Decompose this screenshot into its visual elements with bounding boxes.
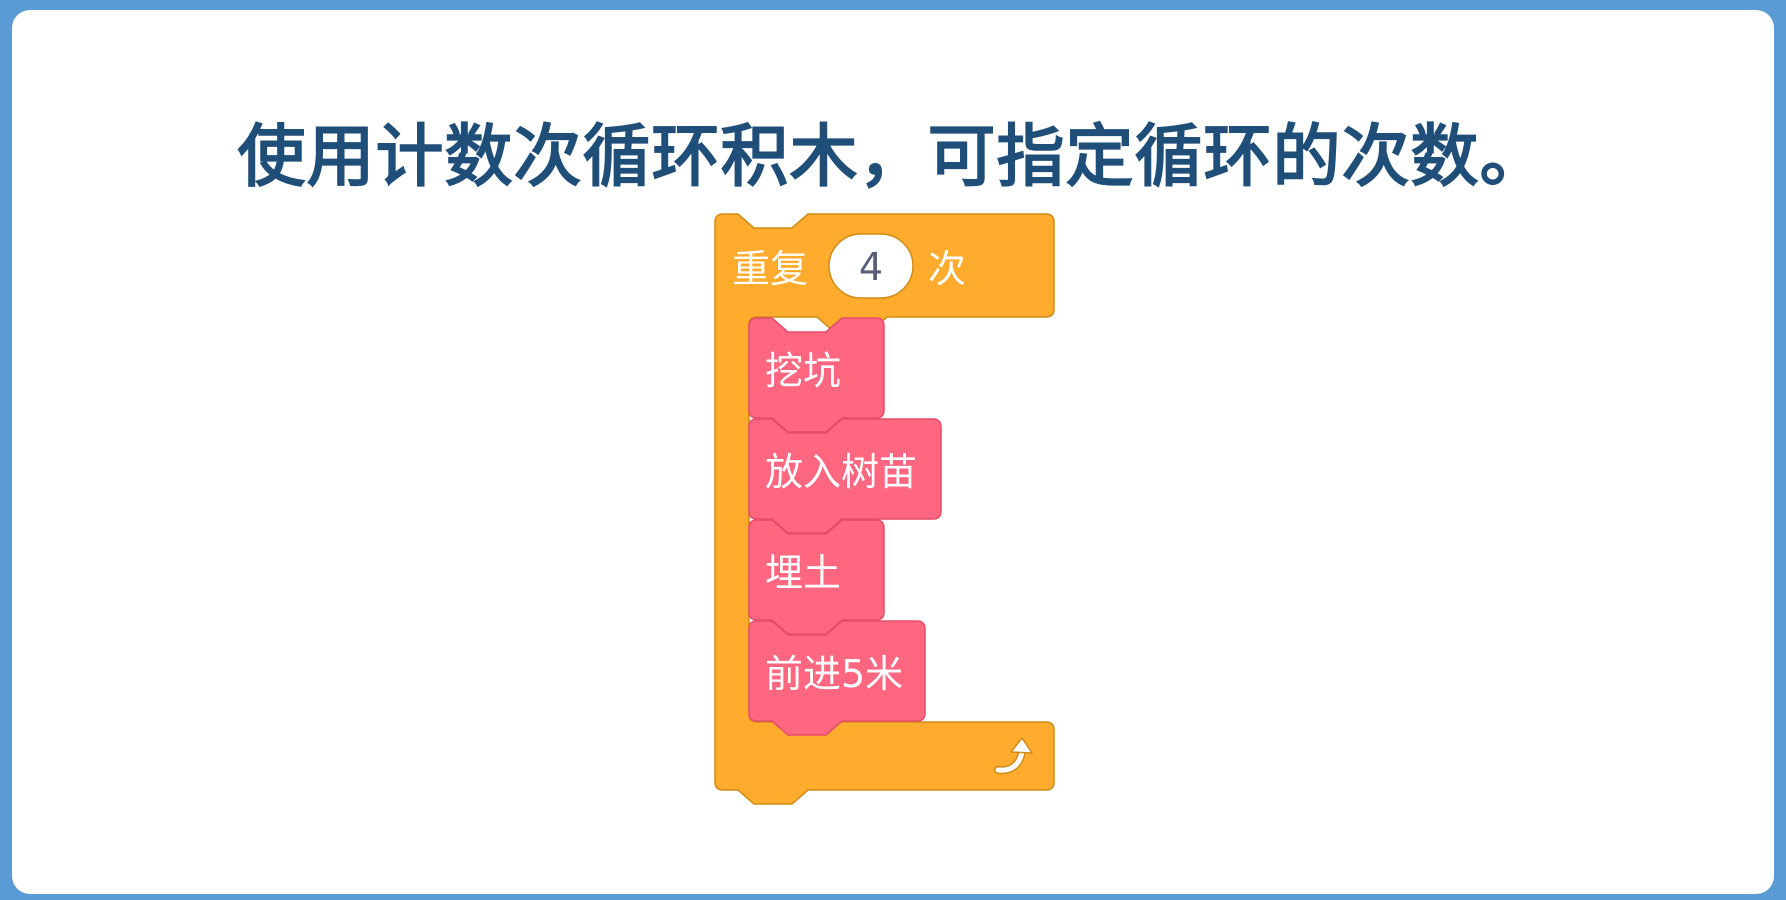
repeat-count-input[interactable]: 4 [828,233,914,299]
repeat-label-after: 次 [928,247,966,291]
block-fill-soil-label: 埋土 [765,551,841,595]
repeat-count-value: 4 [859,245,883,289]
block-dig-hole-body [748,317,885,433]
block-move-forward-body [748,620,926,736]
repeat-count-oval [828,233,914,299]
block-place-sapling-body [748,418,942,534]
block-place-sapling[interactable]: 放入树苗 [748,418,942,534]
block-fill-soil-body [748,519,885,635]
block-dig-hole[interactable]: 挖坑 [748,317,885,433]
block-place-sapling-label: 放入树苗 [765,450,917,494]
block-move-forward[interactable]: 前进5米 [748,620,926,736]
repeat-block[interactable]: 重复 4 次 [714,213,1055,805]
slide-heading: 使用计数次循环积木，可指定循环的次数。 [237,118,1549,197]
block-move-forward-label: 前进5米 [765,652,903,696]
block-fill-soil[interactable]: 埋土 [748,519,885,635]
repeat-label-before: 重复 [732,247,808,291]
block-dig-hole-label: 挖坑 [765,349,841,393]
loop-arrow-icon [994,737,1033,775]
